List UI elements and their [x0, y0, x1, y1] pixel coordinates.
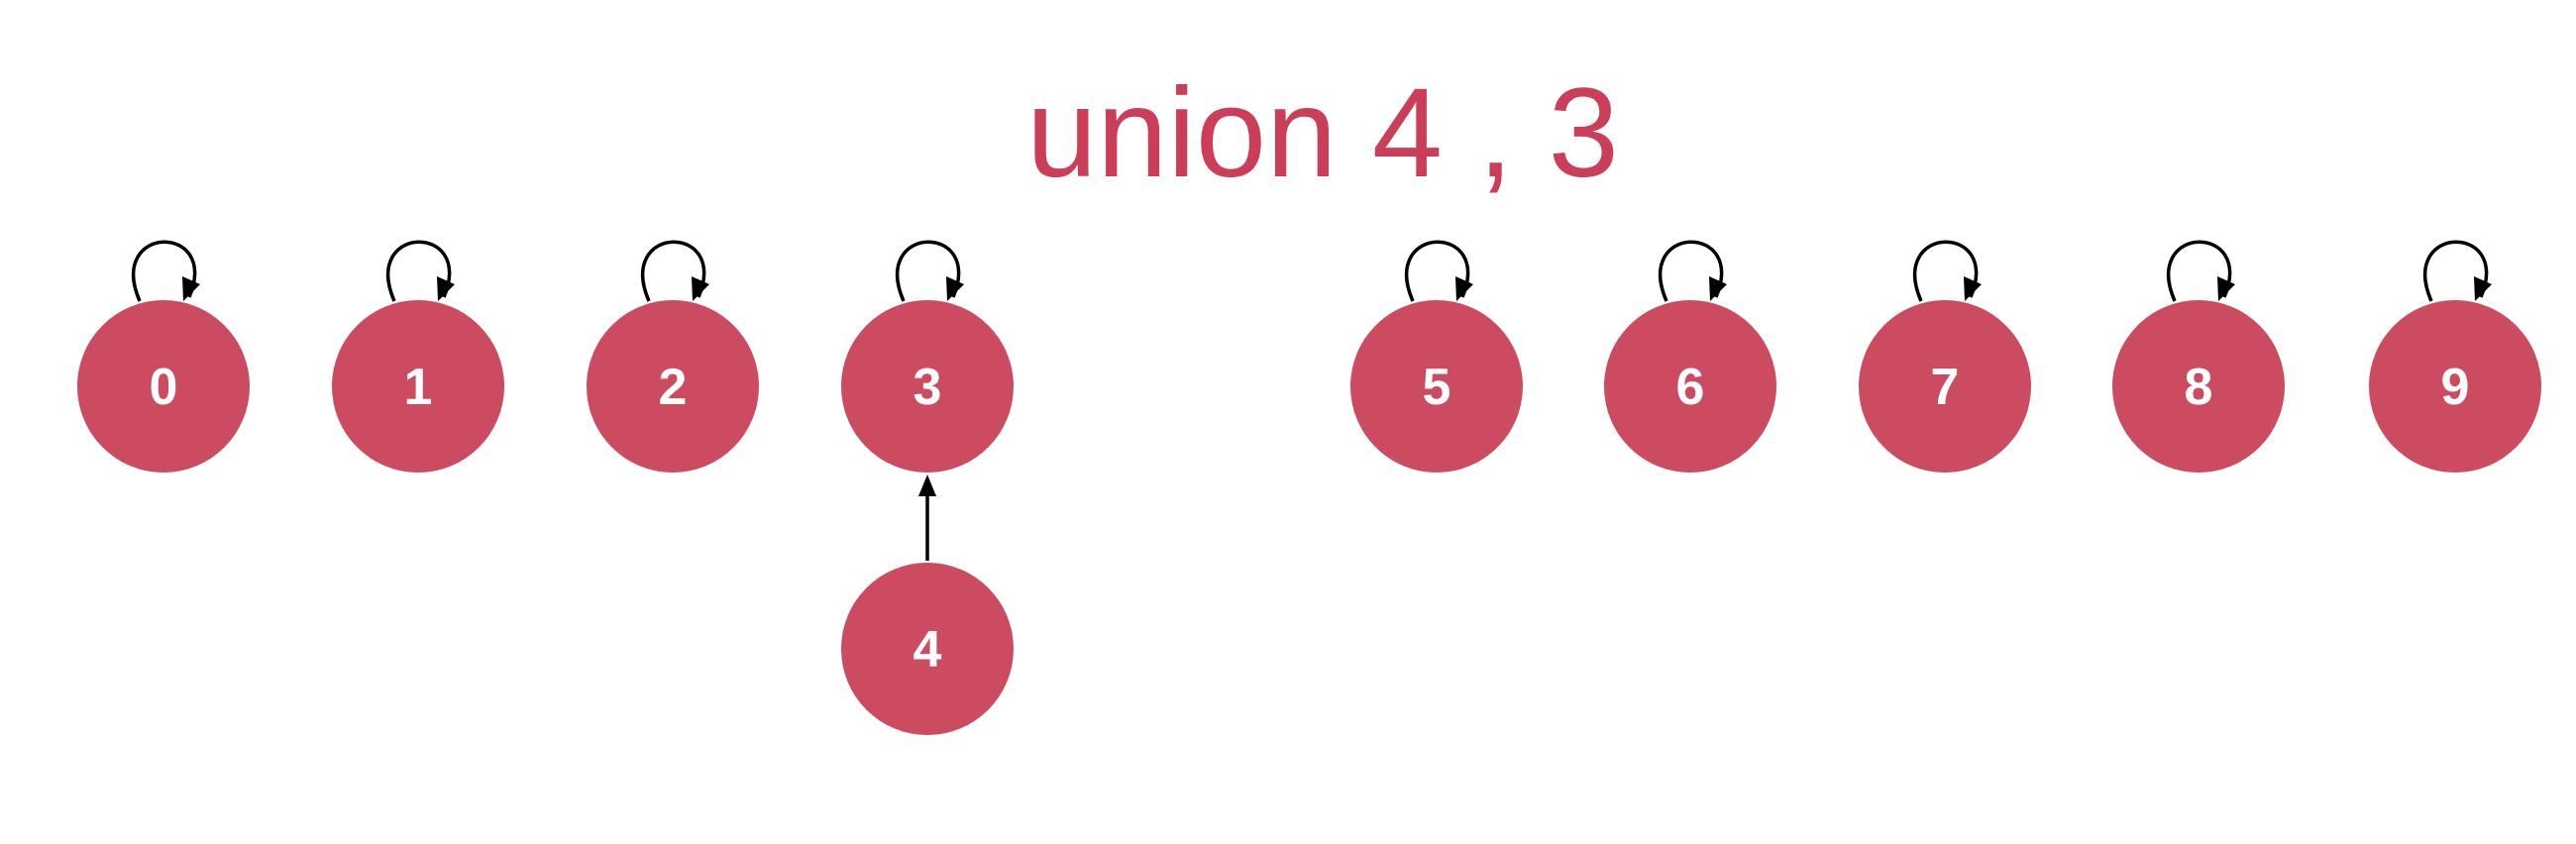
node-6: 6 — [1604, 240, 1776, 473]
self-loop-arrow-0 — [182, 276, 200, 301]
node-label-3: 3 — [913, 359, 942, 416]
self-loop-0 — [131, 240, 197, 302]
node-3: 3 — [841, 240, 1014, 473]
node-circle-4 — [841, 563, 1014, 735]
node-9: 9 — [2369, 240, 2541, 473]
node-7: 7 — [1859, 240, 2031, 473]
self-loop-arrow-1 — [437, 276, 455, 301]
node-8: 8 — [2112, 240, 2285, 473]
node-label-6: 6 — [1676, 359, 1705, 416]
arrow-head-4-to-3 — [918, 475, 936, 496]
self-loop-2 — [640, 240, 706, 302]
node-circle-9 — [2369, 300, 2541, 473]
self-loop-9 — [2422, 240, 2489, 302]
node-circle-3 — [841, 300, 1014, 473]
node-label-0: 0 — [150, 359, 178, 416]
node-circle-5 — [1350, 300, 1523, 473]
node-label-5: 5 — [1423, 359, 1451, 416]
node-label-1: 1 — [404, 359, 433, 416]
self-loop-7 — [1912, 240, 1979, 302]
node-circle-8 — [2112, 300, 2285, 473]
node-label-4: 4 — [913, 621, 942, 679]
self-loop-arrow-5 — [1455, 276, 1473, 301]
diagram-title: union 4 , 3 — [1026, 62, 1619, 204]
nodes-layer: 0 1 2 3 4 5 6 7 8 9 — [77, 240, 2541, 735]
node-circle-7 — [1859, 300, 2031, 473]
self-loop-arrow-8 — [2217, 276, 2235, 301]
self-loop-arrow-6 — [1709, 276, 1727, 301]
node-circle-2 — [587, 300, 759, 473]
node-5: 5 — [1350, 240, 1523, 473]
self-loop-5 — [1404, 240, 1470, 302]
node-circle-6 — [1604, 300, 1776, 473]
node-0: 0 — [77, 240, 250, 473]
self-loop-8 — [2166, 240, 2232, 302]
node-label-8: 8 — [2185, 359, 2213, 416]
self-loop-arrow-3 — [946, 276, 964, 301]
self-loop-arrow-2 — [692, 276, 709, 301]
self-loop-6 — [1658, 240, 1724, 302]
self-loop-arrow-9 — [2474, 276, 2492, 301]
node-1: 1 — [332, 240, 504, 473]
node-label-2: 2 — [659, 359, 688, 416]
self-loop-3 — [895, 240, 961, 302]
node-label-7: 7 — [1931, 359, 1960, 416]
self-loop-arrow-7 — [1964, 276, 1982, 301]
self-loop-1 — [385, 240, 452, 302]
node-circle-1 — [332, 300, 504, 473]
node-circle-0 — [77, 300, 250, 473]
edges-layer — [918, 475, 936, 561]
node-4: 4 — [841, 563, 1014, 735]
node-2: 2 — [587, 240, 759, 473]
node-label-9: 9 — [2441, 359, 2470, 416]
